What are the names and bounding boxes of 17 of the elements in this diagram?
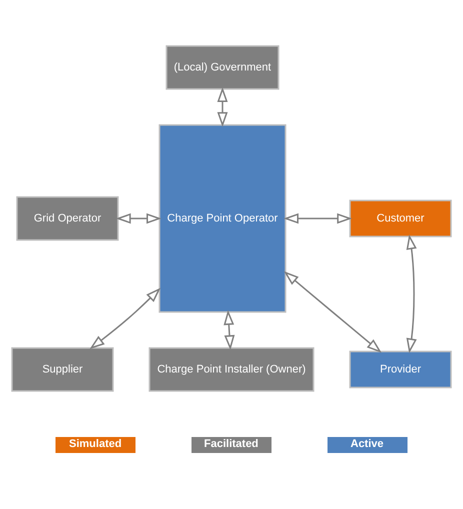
node-box: Grid Operator (16, 196, 119, 241)
node-box: Charge Point Installer (Owner) (148, 347, 314, 392)
arrow (406, 234, 417, 354)
node-box: Supplier (11, 347, 114, 392)
node-box: Customer (349, 200, 452, 238)
arrow (224, 310, 235, 350)
node-box: (Local) Government (166, 45, 280, 90)
node-box: Charge Point Operator (158, 124, 286, 313)
legend-label: Simulated (69, 438, 122, 450)
arrow (116, 213, 162, 224)
legend-label: Facilitated (204, 438, 258, 450)
arrow (90, 288, 161, 350)
legend-label: Active (350, 438, 384, 450)
arrow (217, 86, 228, 128)
arrow (284, 213, 352, 224)
arrow (284, 271, 382, 353)
node-box: Provider (349, 350, 452, 388)
